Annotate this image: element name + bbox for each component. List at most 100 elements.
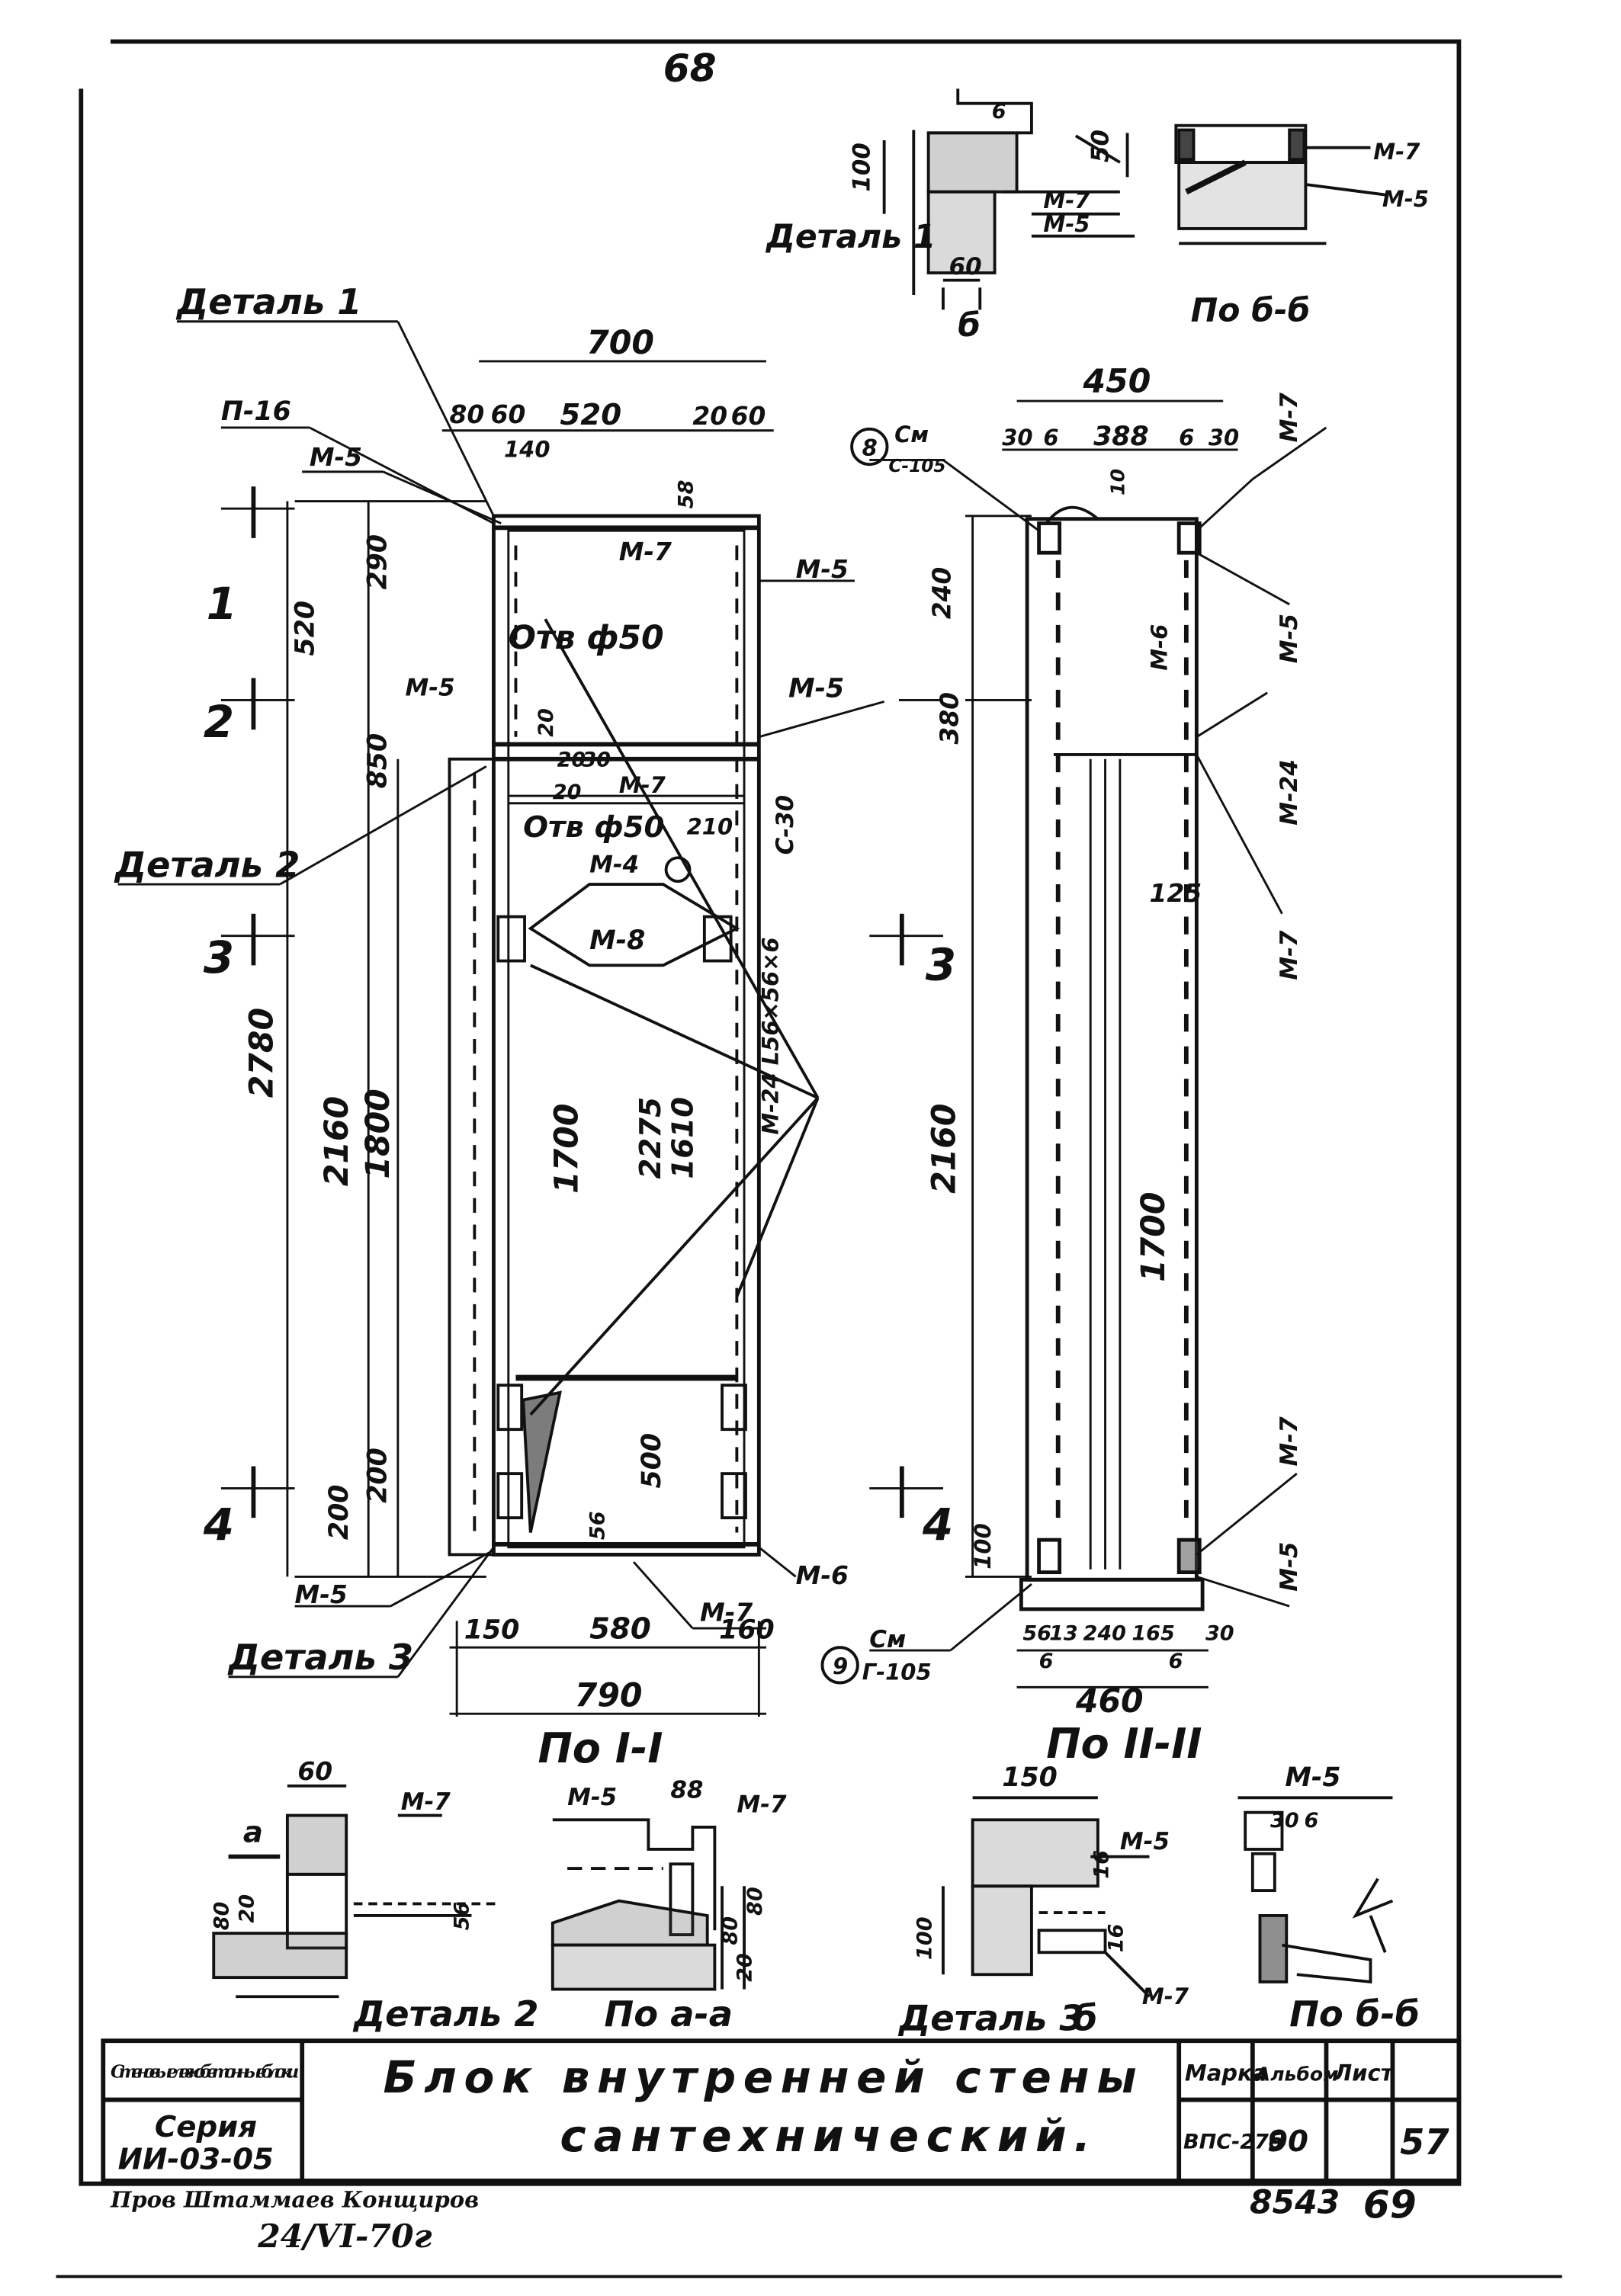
front-dim-2160: 2160 <box>319 1096 356 1186</box>
front-view-outline <box>448 514 761 1557</box>
front-view-section-arrows <box>251 486 904 1518</box>
front-dim-580: 580 <box>589 1612 651 1647</box>
front-dim-290: 290 <box>362 534 393 590</box>
side-dim-1700: 1700 <box>1135 1192 1173 1282</box>
side-dim-6a: 6 <box>1043 425 1058 451</box>
side-dim-460: 460 <box>1075 1683 1144 1720</box>
detail-ref-1: Деталь 1 <box>175 281 362 322</box>
title-category: Стеновые легкобетонные блоки <box>111 2062 299 2083</box>
detail3-drawing <box>942 1796 1151 1998</box>
side-dim-13: 13 <box>1049 1622 1078 1646</box>
circle-mark-9-top: См <box>869 1626 906 1653</box>
side-dim-6b: 6 <box>1179 425 1194 451</box>
front-label-m7-bottom: М-7 <box>700 1598 753 1627</box>
detail1-drawing <box>882 88 1135 310</box>
title-series-code: ИИ-03-05 <box>118 2142 274 2176</box>
detail2-dim-20: 20 <box>235 1894 258 1923</box>
detail-ref-2: Деталь 2 <box>114 844 300 885</box>
section-bb2-label-m5: М-5 <box>1285 1762 1340 1793</box>
section-mark-4-right: 4 <box>922 1499 953 1550</box>
front-dim-60b: 60 <box>731 402 766 431</box>
front-dim-58: 58 <box>674 480 698 509</box>
section-bb2-dim-30: 30 <box>1270 1809 1299 1833</box>
title-mark-header: Марка <box>1185 2060 1267 2086</box>
side-label-m5-upper: М-5 <box>1276 614 1303 663</box>
detail3-dim-16b: 16 <box>1105 1924 1128 1953</box>
front-label-hole-top: Отв ф50 <box>509 620 664 657</box>
title-line1: Блок внутренней стены <box>384 2051 1144 2103</box>
section-aa-caption: По а-а <box>604 1993 733 2035</box>
side-dim-240b: 240 <box>1083 1622 1126 1646</box>
front-dim-700: 700 <box>586 325 654 362</box>
section-mark-1: 1 <box>207 578 237 630</box>
front-dim-210: 210 <box>687 813 733 839</box>
detail3-dim-100: 100 <box>913 1916 936 1959</box>
front-dim-20: 20 <box>692 402 727 431</box>
front-dim-56: 56 <box>586 1511 609 1540</box>
detail1-caption: Деталь 1 <box>765 219 936 256</box>
side-dim-6d: 6 <box>1169 1650 1183 1673</box>
side-dim-450: 450 <box>1083 364 1151 401</box>
title-album-value: 90 <box>1267 2124 1308 2159</box>
section-aa-dim-20: 20 <box>733 1953 757 1982</box>
front-label-m5-right: М-5 <box>796 555 849 584</box>
detail2-drawing <box>212 1784 502 1999</box>
front-dim-30: 30 <box>582 748 611 771</box>
side-dim-100: 100 <box>970 1523 996 1570</box>
side-dim-388: 388 <box>1093 422 1149 452</box>
detail2-label-m7: М-7 <box>401 1788 451 1816</box>
section-bb2-drawing <box>1237 1796 1394 1984</box>
detail3-label-m7: М-7 <box>1142 1983 1189 2009</box>
front-dim-2780: 2780 <box>244 1008 281 1098</box>
section-aa-dim-80a: 80 <box>718 1916 742 1945</box>
detail2-dim-56: 56 <box>451 1902 474 1931</box>
front-label-m5-top: М-5 <box>310 443 362 472</box>
detail3-dim-150: 150 <box>1002 1762 1058 1793</box>
title-series-label: Серия <box>155 2110 257 2144</box>
circle-mark-8-top: См <box>894 422 929 447</box>
side-view-outline <box>1019 505 1205 1611</box>
front-dim-2275: 2275 <box>634 1097 668 1179</box>
circle-mark-8 <box>850 427 889 467</box>
front-label-m8: М-8 <box>589 925 645 956</box>
front-label-m7-mid: М-7 <box>619 772 666 798</box>
front-label-m7-top: М-7 <box>619 537 672 566</box>
side-dim-30c: 30 <box>1205 1622 1234 1646</box>
side-dim-30a: 30 <box>1002 425 1032 451</box>
side-dim-6c: 6 <box>1039 1650 1054 1673</box>
section-aa-label-m7: М-7 <box>737 1791 787 1819</box>
front-label-hole-mid: Отв ф50 <box>523 810 664 845</box>
detail1-dim-100: 100 <box>848 143 875 192</box>
front-dim-1800: 1800 <box>360 1089 397 1178</box>
front-dim-500: 500 <box>637 1433 667 1489</box>
front-dim-80: 80 <box>449 400 484 429</box>
front-dim-20a: 20 <box>534 708 558 737</box>
signature-date: 24/VI-70г <box>257 2217 432 2256</box>
side-dim-30b: 30 <box>1209 425 1239 451</box>
title-line2: сантехнический. <box>560 2110 1098 2162</box>
section-bb2-caption: По б-б <box>1289 1993 1420 2035</box>
detail2-dim-80: 80 <box>210 1902 234 1931</box>
detail2-caption: Деталь 2 <box>352 1993 539 2035</box>
detail1-label-m5: М-5 <box>1043 211 1090 237</box>
side-dim-165: 165 <box>1131 1622 1174 1646</box>
front-view-inserts <box>496 618 820 1533</box>
front-dim-1700: 1700 <box>549 1104 586 1194</box>
front-label-m5-mid-left: М-5 <box>406 675 455 702</box>
front-dim-520-top: 520 <box>560 398 621 432</box>
section-mark-3-right: 3 <box>926 939 956 991</box>
front-label-m24-angle: М-24 L56×56×6 <box>757 937 783 1134</box>
front-dim-150: 150 <box>464 1615 520 1646</box>
front-label-m5-bottom: М-5 <box>295 1580 348 1609</box>
side-dim-56: 56 <box>1022 1622 1051 1646</box>
detail1-label-m7: М-7 <box>1043 188 1090 213</box>
front-dim-1610: 1610 <box>666 1097 700 1179</box>
side-label-m5-low: М-5 <box>1276 1542 1303 1592</box>
bottom-page-number: 69 <box>1363 2182 1417 2227</box>
front-dim-20c: 20 <box>557 748 586 771</box>
section-bb-label-m5: М-5 <box>1382 186 1429 212</box>
front-dim-520-left: 520 <box>290 601 321 656</box>
side-label-m7-low: М-7 <box>1276 1416 1303 1467</box>
side-label-m6: М-6 <box>1147 624 1173 671</box>
title-album-header: Альбом <box>1254 2063 1339 2085</box>
